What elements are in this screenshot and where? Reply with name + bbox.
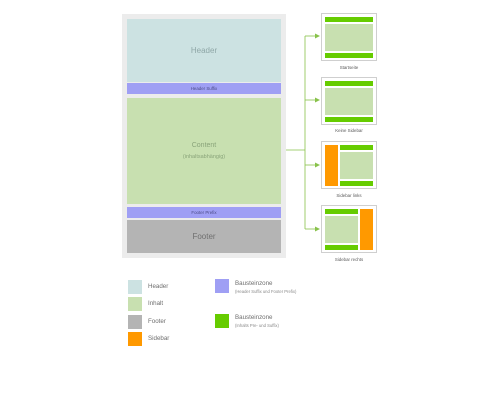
arrow-head-2: [315, 97, 320, 103]
header-suffix-zone: Header Suffix: [127, 83, 281, 94]
variant-keine-sidebar: [321, 77, 377, 125]
variant-sidebar-left: [325, 145, 338, 186]
legend-label-sidebar: Sidebar: [148, 335, 170, 342]
legend-swatch-bausteinzone-blue: [215, 279, 229, 293]
variant-header-bar: [325, 81, 373, 86]
variant-footer-bar: [325, 245, 358, 250]
legend-label-footer: Footer: [148, 318, 166, 325]
variant-header-bar: [325, 17, 373, 22]
footer-prefix-zone: Footer Prefix: [127, 207, 281, 218]
variant-caption-startseite: Startseite: [339, 65, 359, 70]
header-zone-label: Header: [190, 46, 218, 55]
variant-caption-sidebar-links: Sidebar links: [336, 193, 362, 198]
footer-zone-label: Footer: [192, 232, 216, 241]
legend-label-inhalt: Inhalt: [148, 300, 164, 307]
variant-sidebar-right: [360, 209, 373, 250]
variant-footer-bar: [325, 53, 373, 58]
variant-content: [325, 88, 373, 115]
variant-footer-bar: [340, 181, 373, 186]
variant-content: [325, 24, 373, 51]
footer-prefix-label: Footer Prefix: [191, 210, 217, 215]
arrow-head-1: [315, 33, 320, 39]
legend-swatch-bausteinzone-green: [215, 314, 229, 328]
legend-swatch-inhalt: [128, 297, 142, 311]
header-zone: Header: [127, 19, 281, 82]
legend-label-bausteinzone-1: Bausteinzone: [235, 280, 273, 287]
arrow-head-4: [315, 226, 320, 232]
legend-swatch-header: [128, 280, 142, 294]
content-zone-sub-label: (inhaltsabhängig): [182, 154, 226, 160]
content-zone: Content (inhaltsabhängig): [127, 98, 281, 204]
variant-startseite: [321, 13, 377, 61]
variant-content: [325, 216, 358, 243]
legend-sub-bausteinzone-2: (Inhalts Pre- und Suffix): [235, 323, 279, 328]
legend-sub-bausteinzone-1: (Header Suffix und Footer Prefix): [235, 289, 297, 294]
header-suffix-label: Header Suffix: [190, 86, 218, 91]
legend-label-header: Header: [148, 283, 169, 290]
variant-header-bar: [325, 209, 358, 214]
content-zone-label: Content: [191, 142, 217, 149]
variant-content: [340, 152, 373, 179]
legend-label-bausteinzone-2: Bausteinzone: [235, 314, 273, 321]
variant-sidebar-rechts: [321, 205, 377, 253]
variant-caption-sidebar-rechts: Sidebar rechts: [334, 257, 364, 262]
variant-footer-bar: [325, 117, 373, 122]
variant-header-bar: [340, 145, 373, 150]
arrow-head-3: [315, 162, 320, 168]
variant-sidebar-links: [321, 141, 377, 189]
legend-swatch-footer: [128, 315, 142, 329]
variant-caption-keine-sidebar: Keine Sidebar: [335, 128, 363, 133]
footer-zone: Footer: [127, 220, 281, 253]
legend-swatch-sidebar: [128, 332, 142, 346]
